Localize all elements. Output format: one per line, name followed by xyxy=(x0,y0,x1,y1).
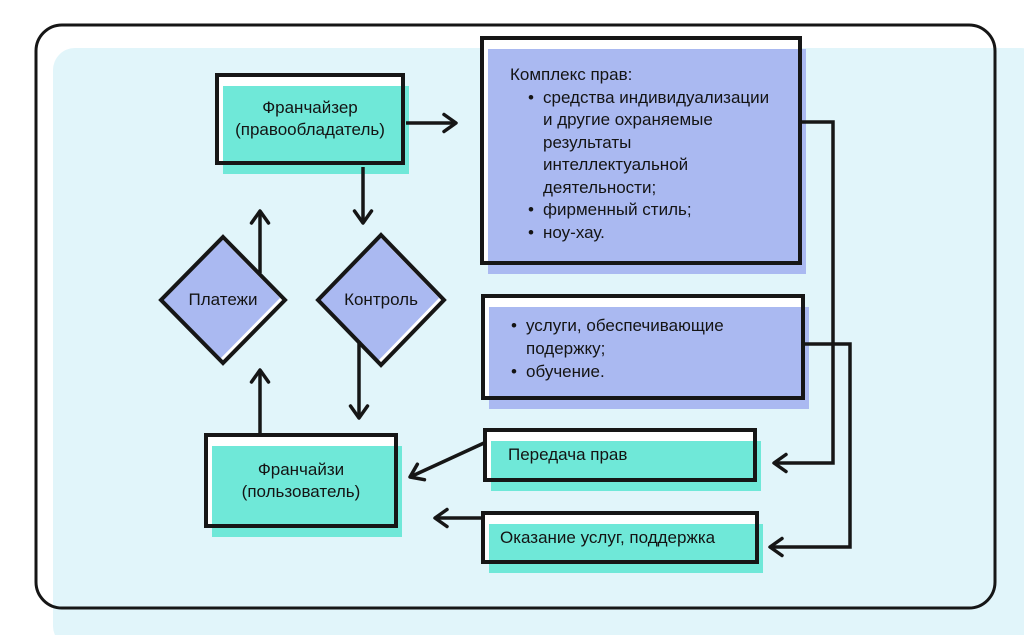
rights-bullet-item: • фирменный стиль; xyxy=(510,199,796,222)
rights-box-title: Комплекс прав: xyxy=(510,65,633,84)
franchiser-node xyxy=(215,73,409,174)
services-box xyxy=(481,294,809,409)
rights-bullet-text: средства индивидуализации и другие охран… xyxy=(543,87,770,197)
rights-bullet-item: • средства индивидуализации и другие охр… xyxy=(510,87,796,200)
services-bullet-item: • обучение. xyxy=(493,360,788,383)
arrow-rights-to-transfer xyxy=(772,120,835,474)
transfer-label: Передача прав xyxy=(508,445,628,464)
bullet-icon: • xyxy=(528,200,534,219)
services-box-text: • услуги, обеспечивающие подержку; • обу… xyxy=(493,314,788,383)
franchisee-node xyxy=(204,433,402,537)
services-bullet-text: обучение. xyxy=(526,362,605,381)
rights-bullet-text: ноу-хау. xyxy=(543,222,605,242)
franchisee-label: Франчайзи (пользователь) xyxy=(241,459,361,501)
arrow-services-to-support xyxy=(768,342,852,558)
services-bullet-text: услуги, обеспечивающие подержку; xyxy=(526,316,724,358)
services-bullet-item: • услуги, обеспечивающие подержку; xyxy=(493,314,788,360)
arrow-transfer-to-franchisee xyxy=(408,441,485,482)
bullet-icon: • xyxy=(528,87,534,107)
bullet-icon: • xyxy=(528,222,534,242)
rights-bullet-item: • ноу-хау. xyxy=(510,222,796,245)
rights-box-text: Комплекс прав: • средства индивидуализац… xyxy=(510,64,796,244)
rights-box xyxy=(480,36,806,274)
support-box xyxy=(481,511,763,573)
bullet-icon: • xyxy=(511,316,517,335)
bullet-icon: • xyxy=(511,362,517,381)
rights-bullet-text: фирменный стиль; xyxy=(543,200,692,219)
control-label: Контроль xyxy=(344,290,418,309)
transfer-box xyxy=(483,428,761,491)
support-label: Оказание услуг, поддержка xyxy=(500,527,716,547)
franchiser-label: Франчайзер (правообладатель) xyxy=(235,98,385,139)
outer-frame xyxy=(34,23,997,610)
payments-label: Платежи xyxy=(188,290,258,309)
